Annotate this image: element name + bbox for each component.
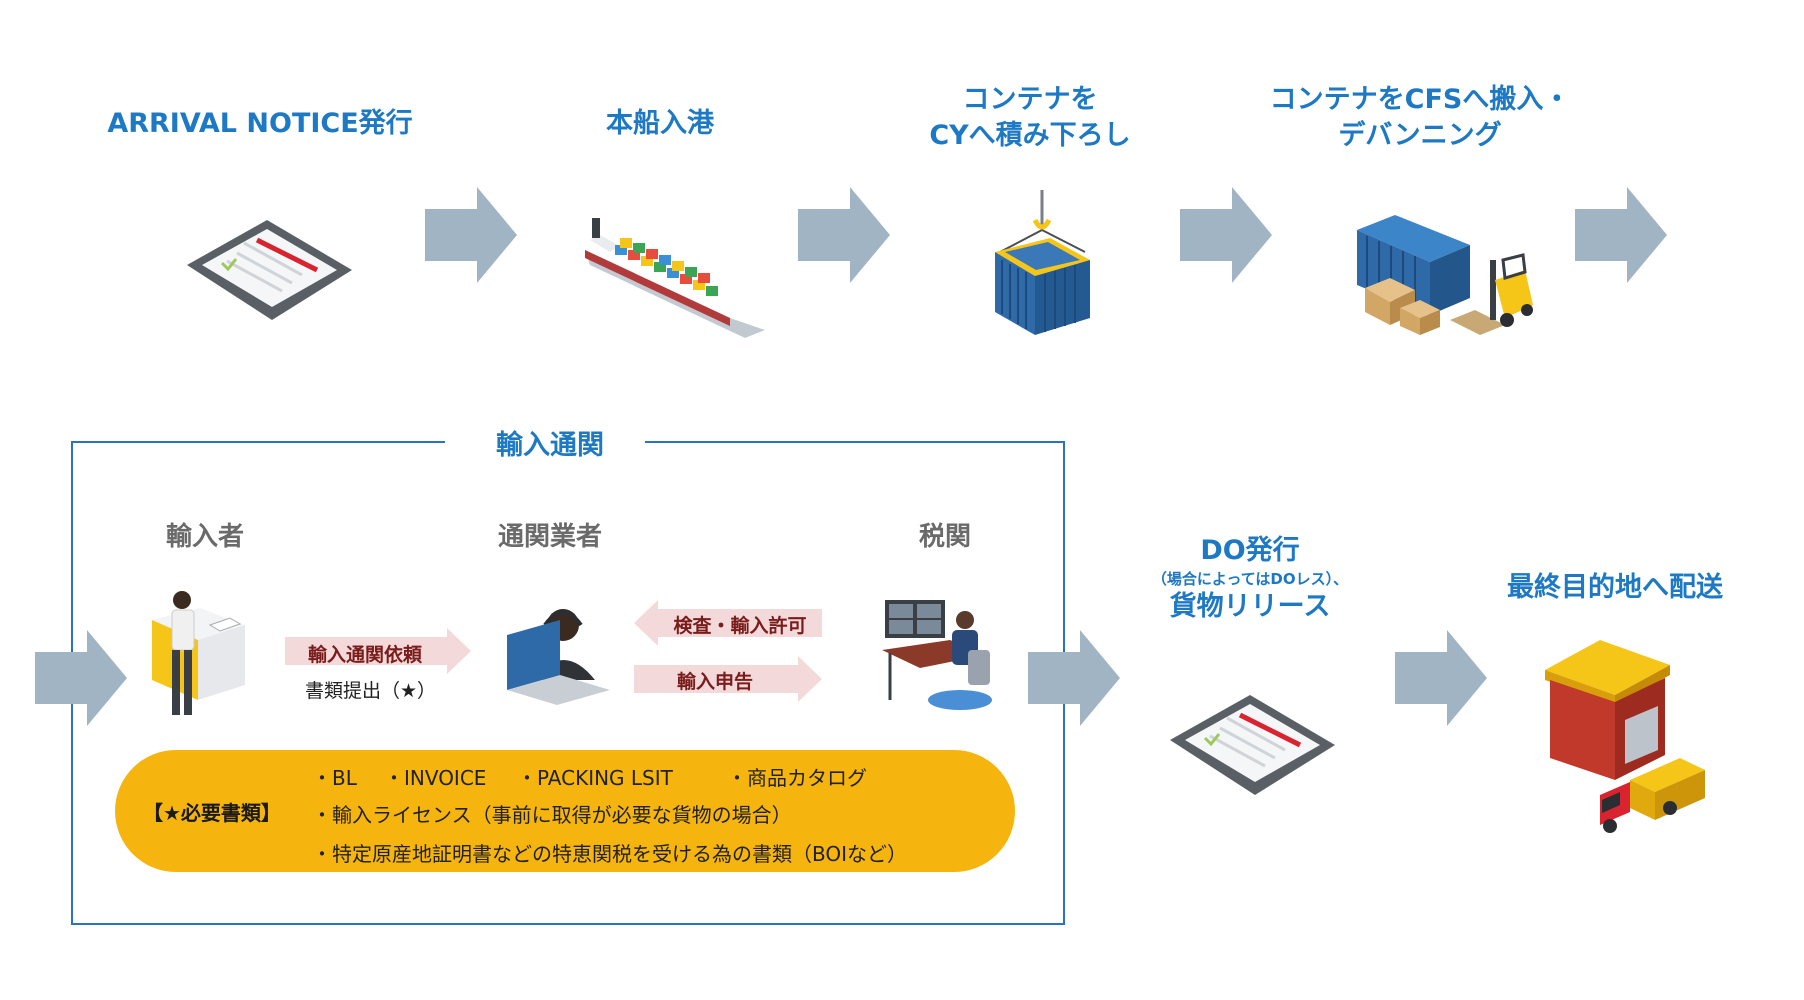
flow-arrow-2 xyxy=(798,187,890,283)
container-forklift-icon xyxy=(1357,215,1533,335)
step-title-do-line2: 貨物リリース xyxy=(1169,591,1331,622)
doc-item-catalog: ・商品カタログ xyxy=(727,766,867,790)
required-docs-row1: ・BL ・INVOICE ・PACKING LSIT ・商品カタログ xyxy=(312,762,867,791)
required-docs-label: 【★必要書類】 xyxy=(143,801,281,825)
customs-officer-icon xyxy=(882,600,992,710)
flow-arrow-entry xyxy=(35,630,127,726)
step-title-do: DO発行 （場合によってはDOレス）、 貨物リリース xyxy=(1120,533,1380,625)
doc-item-bl: ・BL xyxy=(312,766,357,790)
importer-person-icon xyxy=(152,591,245,715)
flow-request-label: 輸入通関依頼 xyxy=(307,644,422,666)
tablet-checklist-icon xyxy=(1170,695,1335,795)
required-docs-row3: ・特定原産地証明書などの特恵関税を受ける為の書類（BOIなど） xyxy=(312,842,908,866)
flow-arrow-4 xyxy=(1575,187,1667,283)
flow-documents-label: 書類提出（★） xyxy=(305,680,437,702)
step-title-unload-cy: コンテナを CYへ積み下ろし xyxy=(900,82,1160,154)
actor-broker-label: 通関業者 xyxy=(497,522,602,552)
step-title-cfs: コンテナをCFSへ搬入・ デバンニング xyxy=(1260,82,1580,154)
step-title-unload-cy-line2: CYへ積み下ろし xyxy=(929,120,1131,151)
request-arrow xyxy=(285,628,471,674)
step-title-do-line1: DO発行 xyxy=(1200,535,1300,566)
flow-arrow-1 xyxy=(425,187,517,283)
step-title-vessel-arrival: 本船入港 xyxy=(606,108,714,139)
container-ship-icon xyxy=(585,218,765,338)
step-title-do-note: （場合によってはDOレス）、 xyxy=(1151,570,1349,588)
flow-arrow-3 xyxy=(1180,187,1272,283)
step-title-cfs-line2: デバンニング xyxy=(1338,120,1502,151)
required-docs-row2: ・輸入ライセンス（事前に取得が必要な貨物の場合） xyxy=(312,803,792,827)
step-title-unload-cy-line1: コンテナを xyxy=(962,84,1098,115)
actor-customs-label: 税関 xyxy=(918,522,971,552)
customs-frame xyxy=(71,441,1065,925)
step-title-arrival-notice: ARRIVAL NOTICE発行 xyxy=(107,108,413,139)
broker-laptop-icon xyxy=(507,609,610,705)
doc-item-packing: ・PACKING LSIT xyxy=(517,766,673,790)
crane-container-icon xyxy=(995,190,1090,335)
required-docs-panel xyxy=(115,750,1015,872)
step-title-final: 最終目的地へ配送 xyxy=(1507,572,1723,603)
actor-importer-label: 輸入者 xyxy=(165,522,244,552)
flow-inspection-label: 検査・輸入許可 xyxy=(673,615,807,637)
flow-arrow-6 xyxy=(1395,630,1487,726)
warehouse-truck-icon xyxy=(1545,640,1705,833)
declaration-arrow xyxy=(634,656,822,702)
flow-declaration-label: 輸入申告 xyxy=(676,671,753,693)
step-title-cfs-line1: コンテナをCFSへ搬入・ xyxy=(1269,84,1571,115)
tablet-checklist-icon xyxy=(187,220,352,320)
flow-arrow-5 xyxy=(1028,630,1120,726)
customs-title: 輸入通関 xyxy=(496,430,604,461)
doc-item-invoice: ・INVOICE xyxy=(384,766,487,790)
inspection-arrow xyxy=(634,600,822,646)
